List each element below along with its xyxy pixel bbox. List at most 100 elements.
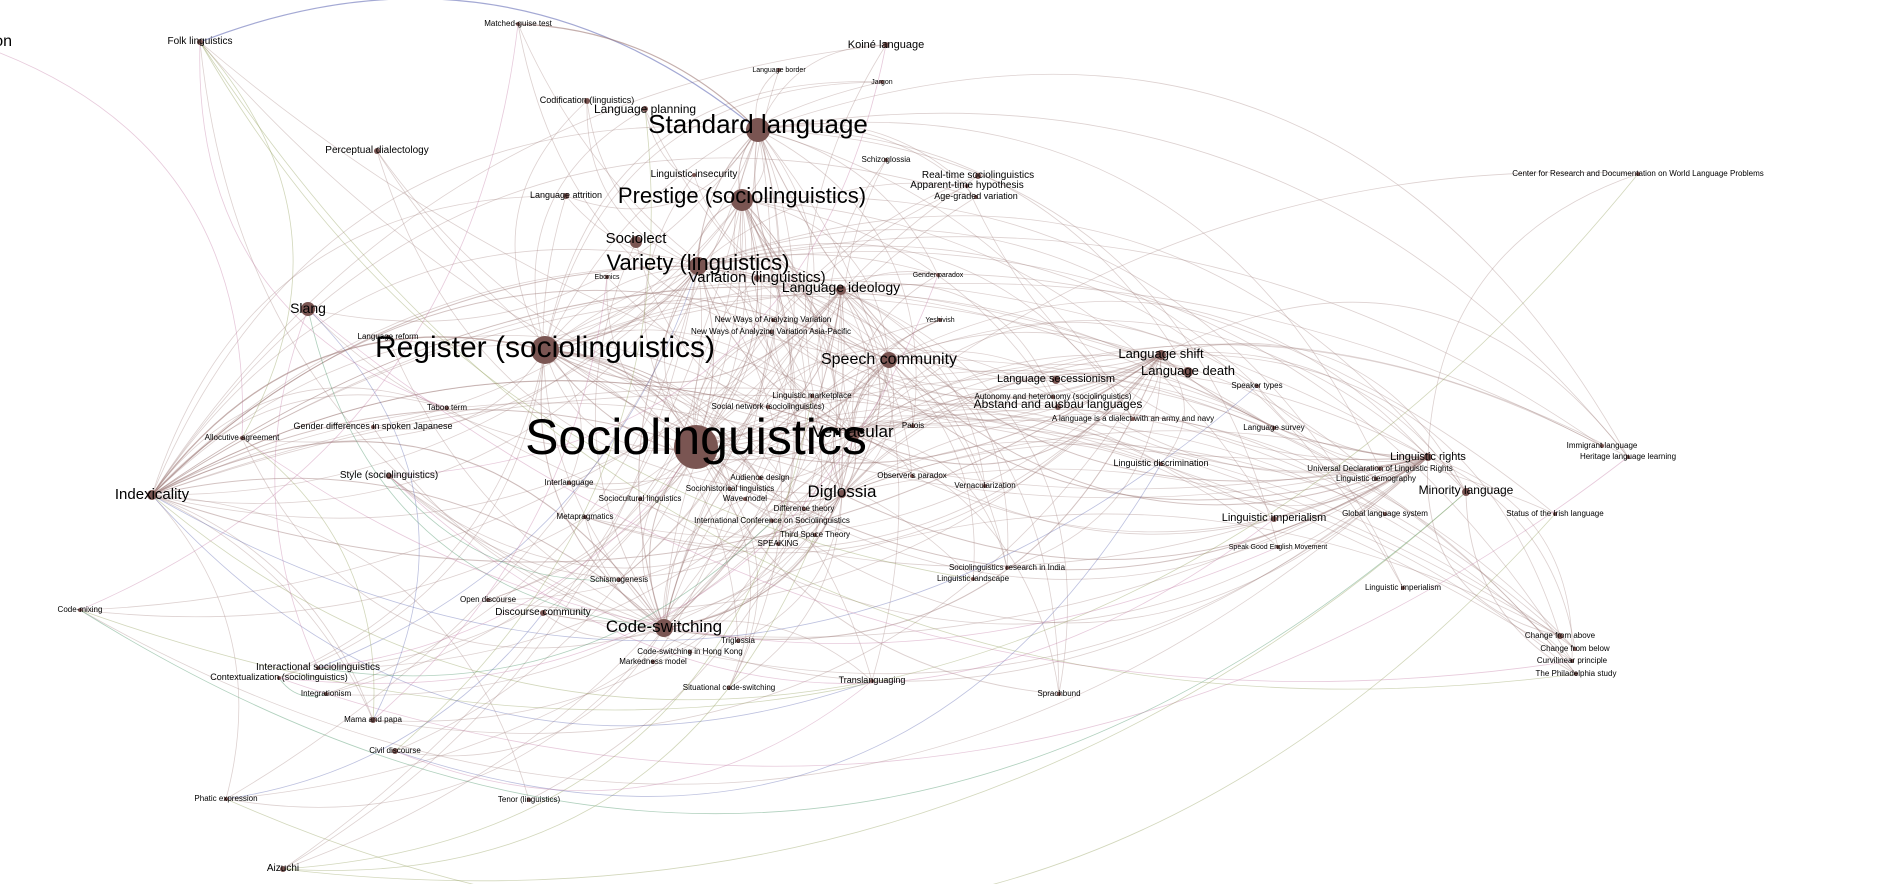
node-metapragmatics[interactable] (583, 515, 587, 519)
node-linguistic-demography[interactable] (1374, 477, 1378, 481)
node-speak-good-english[interactable] (1276, 545, 1280, 549)
node-contextualization[interactable] (277, 676, 281, 680)
node-army-navy[interactable] (1131, 417, 1135, 421)
node-language-survey[interactable] (1272, 426, 1276, 430)
node-language-secessionism[interactable] (1052, 376, 1060, 384)
node-status-irish[interactable] (1553, 512, 1557, 516)
node-variety[interactable] (689, 257, 707, 275)
node-discourse-community[interactable] (540, 610, 546, 616)
node-new-ways-ap[interactable] (769, 330, 773, 334)
node-immigrant-language[interactable] (1600, 444, 1604, 448)
node-code-switching[interactable] (655, 619, 673, 637)
node-global-language-system[interactable] (1383, 512, 1387, 516)
node-minority-language[interactable] (1462, 488, 1470, 496)
node-phatic[interactable] (224, 797, 228, 801)
node-language-reform[interactable] (386, 335, 390, 339)
node-language-death[interactable] (1183, 367, 1193, 377)
node-speaker-types[interactable] (1255, 384, 1259, 388)
node-linguistic-rights[interactable] (1424, 453, 1432, 461)
node-language-planning[interactable] (642, 106, 648, 112)
node-speaking[interactable] (776, 542, 780, 546)
node-observers-paradox[interactable] (910, 474, 914, 478)
node-gender-diff-japanese[interactable] (371, 425, 375, 429)
node-linguistic-landscape[interactable] (971, 577, 975, 581)
node-gender-paradox[interactable] (936, 273, 940, 277)
node-allocutive[interactable] (240, 436, 244, 440)
node-linguistic-imperialism-2[interactable] (1401, 586, 1405, 590)
node-integrationism[interactable] (324, 692, 328, 696)
node-diglossia[interactable] (838, 490, 846, 498)
node-schizoglossia[interactable] (884, 158, 888, 162)
node-new-ways[interactable] (771, 318, 775, 322)
node-interactional[interactable] (316, 666, 320, 670)
node-language-attrition[interactable] (563, 193, 569, 199)
node-patois[interactable] (911, 424, 915, 428)
node-autonomy[interactable] (1051, 395, 1055, 399)
node-linguistic-imperialism[interactable] (1271, 516, 1277, 522)
node-codification[interactable] (584, 98, 590, 104)
node-folk-linguistics[interactable] (197, 39, 203, 45)
node-civil-discourse[interactable] (392, 748, 398, 754)
node-translanguaging[interactable] (870, 679, 874, 683)
node-standard[interactable] (746, 118, 770, 142)
node-tenor[interactable] (527, 798, 531, 802)
node-heritage-language[interactable] (1626, 455, 1630, 459)
node-sociocultural[interactable] (638, 497, 642, 501)
node-ebonics[interactable] (605, 275, 609, 279)
node-taboo[interactable] (445, 406, 449, 410)
node-slang[interactable] (301, 302, 315, 316)
node-sociohistorical[interactable] (728, 487, 732, 491)
node-udlr[interactable] (1378, 467, 1382, 471)
node-mama-papa[interactable] (370, 717, 376, 723)
node-linguistic-discrimination[interactable] (1159, 462, 1163, 466)
node-markedness[interactable] (651, 660, 655, 664)
node-aizuchi[interactable] (280, 866, 286, 872)
node-jargon[interactable] (880, 80, 884, 84)
node-audience-design[interactable] (758, 476, 762, 480)
node-register[interactable] (531, 336, 559, 364)
node-situational-cs[interactable] (727, 686, 731, 690)
node-koine[interactable] (883, 42, 889, 48)
node-philadelphia[interactable] (1574, 672, 1578, 676)
node-prestige[interactable] (731, 189, 753, 211)
node-interlanguage[interactable] (567, 481, 571, 485)
node-speech-community[interactable] (881, 352, 897, 368)
node-change-below[interactable] (1573, 647, 1577, 651)
node-language-border[interactable] (777, 68, 781, 72)
node-sociolinguistics[interactable] (674, 425, 718, 469)
node-open-discourse[interactable] (486, 598, 490, 602)
node-real-time[interactable] (975, 173, 981, 179)
node-apparent-time[interactable] (965, 184, 969, 188)
node-perceptual-dialectology[interactable] (374, 148, 380, 154)
node-change-above[interactable] (1557, 633, 1563, 639)
node-language-ideology[interactable] (836, 285, 846, 295)
node-age-graded[interactable] (974, 195, 978, 199)
node-language-shift[interactable] (1156, 350, 1166, 360)
node-sprachbund[interactable] (1057, 692, 1061, 696)
node-crdwlp[interactable] (1636, 172, 1640, 176)
node-indexicality[interactable] (147, 490, 157, 500)
node-schismogenesis[interactable] (617, 578, 621, 582)
node-cs-hong-kong[interactable] (688, 650, 692, 654)
node-matched-guise[interactable] (516, 22, 520, 26)
node-wave-model[interactable] (743, 497, 747, 501)
node-difference-theory[interactable] (802, 507, 806, 511)
node-variation[interactable] (754, 275, 760, 281)
node-code-mixing[interactable] (78, 608, 82, 612)
node-triglossia[interactable] (736, 639, 740, 643)
node-sociolinguistics-india[interactable] (1005, 566, 1009, 570)
node-linguistic-insecurity[interactable] (692, 173, 696, 177)
node-yeshivish[interactable] (938, 318, 942, 322)
node-curvilinear[interactable] (1570, 659, 1574, 663)
node-style[interactable] (386, 473, 392, 479)
node-icsl[interactable] (770, 519, 774, 523)
node-social-network[interactable] (766, 405, 770, 409)
node-abstand[interactable] (1055, 404, 1061, 410)
node-sociolect[interactable] (630, 236, 642, 248)
node-linguistic-marketplace[interactable] (810, 394, 814, 398)
graph-edge (663, 185, 968, 629)
node-third-space[interactable] (813, 533, 817, 537)
node-vernacularization[interactable] (983, 484, 987, 488)
node-vernacular[interactable] (846, 427, 860, 441)
